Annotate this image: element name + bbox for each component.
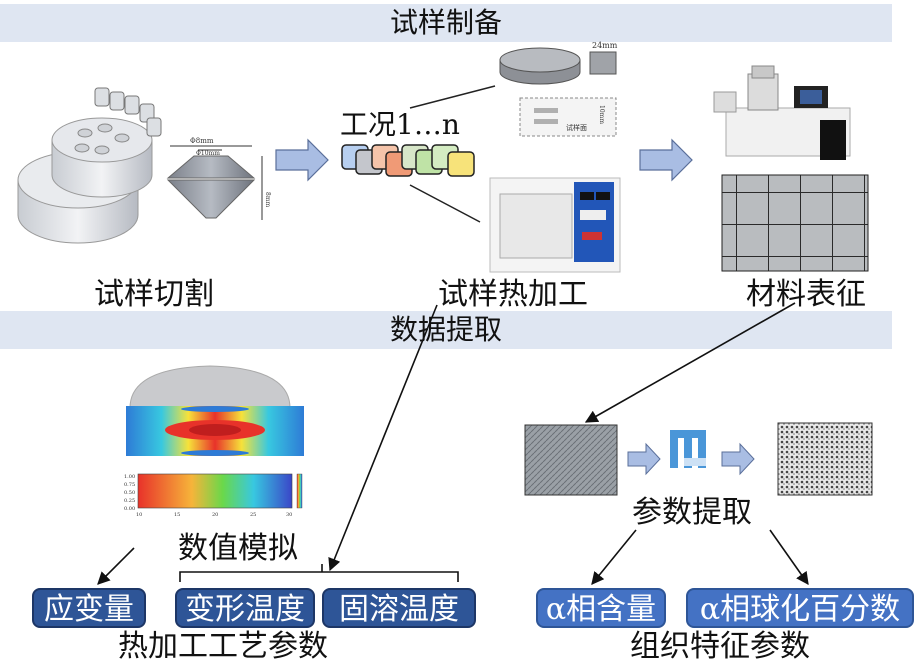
label-param-extraction: 参数提取 [632,495,752,530]
bracket-temps [179,571,459,582]
conditions-stack-icon [341,144,475,177]
micrograph-processed-image [777,422,873,496]
cone-specimen-icon: Φ8mm Φ10mm 8mm [166,137,271,220]
label-hot-process-params: 热加工工艺参数 [118,629,328,664]
arrow-hotwork-to-params [328,304,438,572]
cbar-tick-2: 0.75 [124,482,135,488]
arrow-right-3 [627,442,661,476]
cbar-xtick-3: 20 [212,512,218,518]
arrow-right-1 [275,138,329,182]
arrow-extract-to-spheroid [769,529,809,586]
disk-dim-width: 24mm [592,41,618,50]
label-numerical-simulation: 数值模拟 [178,531,298,566]
param-strain: 应变量 [32,588,146,628]
cbar-xtick-2: 15 [174,512,180,518]
simulation-model-icon [126,365,304,456]
label-hot-working: 试样热加工 [438,277,588,312]
imagej-fiji-logo-icon [670,430,706,468]
param-alpha-content: α相含量 [536,588,666,628]
disk-note: 试样面 [566,123,587,132]
cbar-tick-4: 0.25 [124,498,135,504]
cbar-xtick-1: 10 [136,512,142,518]
arrow-right-4 [721,442,755,476]
label-sample-cutting: 试样切割 [94,277,214,312]
cbar-tick-5: 0.00 [124,506,135,512]
spec-dim-outer: Φ8mm [190,137,214,145]
arrow-extract-to-alpha [591,529,637,585]
label-material-characterization: 材料表征 [746,277,866,312]
spec-dim-inner: Φ10mm [196,150,220,157]
label-microstructure-params: 组织特征参数 [630,629,810,664]
cylinder-billet-icon [17,87,162,244]
spec-dim-height: 8mm [264,192,271,208]
section-band-sample-prep [0,4,892,42]
cbar-xtick-4: 25 [250,512,256,518]
disk-dim-height: 10mm [598,105,605,124]
param-alpha-spheroid: α相球化百分数 [686,588,914,628]
micrograph-raw-image [524,424,618,496]
label-conditions: 工况1…n [340,108,460,141]
section-title-sample-prep: 试样制备 [389,6,502,39]
micrograph-grid-image [721,174,869,272]
disk-specimen-icon: 24mm 10mm 试样面 [499,41,618,137]
section-band-data-extract [0,311,892,349]
colorbar-plot: 1.00 0.75 0.50 0.25 0.00 10 15 20 25 30 [124,473,303,518]
arrow-sim-to-strain [97,547,135,585]
cbar-tick-1: 1.00 [124,474,135,480]
arrow-characterization-to-extract [584,302,796,423]
furnace-icon [489,177,621,273]
cbar-tick-3: 0.50 [124,490,135,496]
cbar-xtick-5: 30 [286,512,292,518]
arrow-right-2 [639,138,693,182]
param-solution-temp: 固溶温度 [322,588,476,628]
param-deform-temp: 变形温度 [175,588,315,628]
microscope-equipment-icon [713,65,851,160]
section-title-data-extract: 数据提取 [389,313,502,346]
